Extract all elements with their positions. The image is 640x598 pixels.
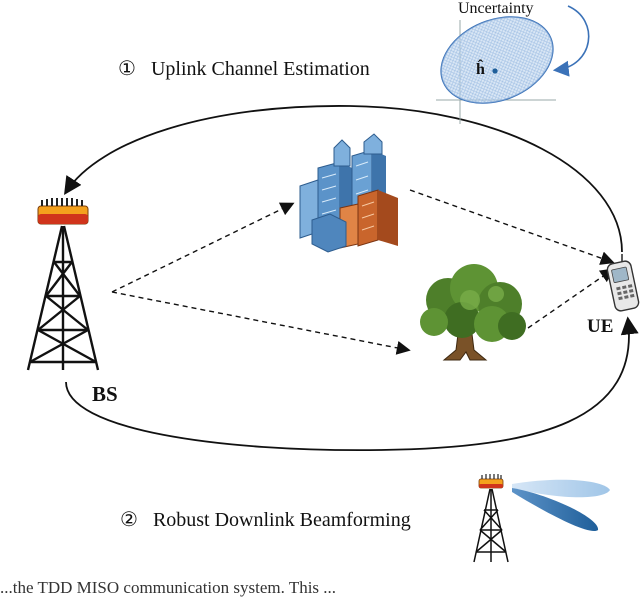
beam-dark-lobe	[512, 488, 599, 532]
path-buildings-to-ue	[409, 189, 615, 265]
uncertainty-inset	[436, 5, 590, 124]
small-cell-tower-icon	[473, 474, 509, 563]
step2-number: ②	[120, 509, 138, 531]
step1-text: Uplink Channel Estimation	[150, 58, 370, 80]
uncertainty-label: Uncertainty	[458, 0, 534, 17]
mobile-phone-icon	[606, 254, 640, 312]
step1-number: ①	[118, 58, 136, 80]
path-bs-to-buildings	[111, 202, 295, 293]
downlink-arrow	[65, 316, 639, 452]
bs-label: BS	[92, 382, 118, 406]
cell-tower-icon	[26, 198, 100, 371]
path-bs-to-tree	[111, 291, 411, 355]
path-tree-to-ue	[527, 268, 615, 329]
tree-icon	[420, 264, 526, 361]
step2-text: Robust Downlink Beamforming	[152, 509, 411, 531]
beam-pattern	[512, 479, 610, 532]
uncertainty-pointer-arrow	[552, 5, 590, 77]
city-buildings-icon	[299, 133, 398, 253]
step1-label: ① Uplink Channel Estimation	[118, 56, 370, 81]
caption-fragment: ...the TDD MISO communication system. Th…	[0, 578, 337, 597]
ue-label: UE	[587, 316, 614, 337]
uplink-arrow	[64, 105, 623, 253]
estimate-point	[492, 68, 498, 74]
beam-light-lobe	[512, 479, 610, 498]
estimate-symbol: ĥ	[476, 61, 485, 78]
step2-label: ② Robust Downlink Beamforming	[120, 507, 411, 532]
